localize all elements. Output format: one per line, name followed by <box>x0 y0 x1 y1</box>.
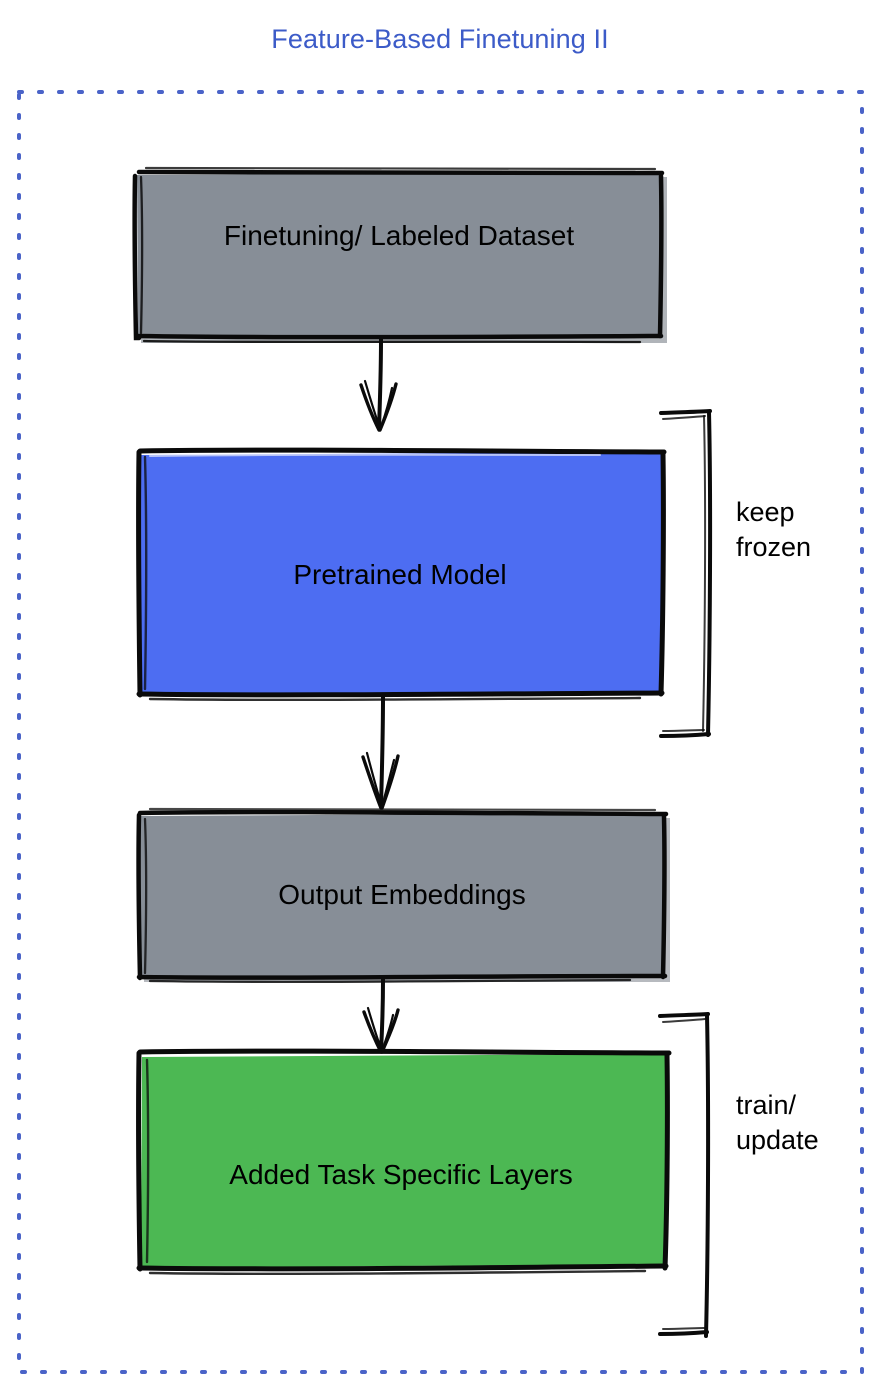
node-pretrained-model-outline-d <box>136 690 665 698</box>
node-pretrained-model-fill <box>141 452 662 694</box>
bracket-train-update <box>658 1012 711 1338</box>
arrow-model-to-embeddings <box>361 695 400 810</box>
node-pretrained-model-outline-c <box>658 451 666 697</box>
bracket-train-update-bottom-arm-ghost <box>662 1327 705 1330</box>
bracket-train-update-top-arm-ghost <box>662 1018 706 1023</box>
node-pretrained-model[interactable] <box>136 447 667 702</box>
node-pretrained-model-outline-a <box>136 449 143 698</box>
arrow-model-to-embeddings-head-left <box>361 755 383 810</box>
annotation-keep-frozen: keep frozen <box>736 497 812 562</box>
arrow-embeddings-to-layers-head-left <box>362 1010 383 1054</box>
node-task-layers-outline-c <box>662 1052 670 1271</box>
arrow-model-to-embeddings-shaft <box>379 695 385 808</box>
node-task-layers-fill <box>141 1054 667 1268</box>
node-dataset[interactable] <box>132 166 667 344</box>
node-output-embeddings-outline-a <box>136 812 143 981</box>
node-task-layers-outline-e <box>145 1058 150 1264</box>
node-dataset-outline-d <box>134 333 664 340</box>
arrow-dataset-to-model-head-left2 <box>363 379 382 431</box>
bracket-keep-frozen-top-arm <box>659 409 712 415</box>
node-task-layers[interactable] <box>136 1048 672 1276</box>
node-dataset-fill <box>137 173 661 337</box>
node-task-layers-outline-a <box>136 1050 143 1272</box>
node-task-layers-outline-b <box>137 1048 672 1056</box>
node-output-embeddings-outline-e <box>143 817 148 975</box>
bracket-train-update-bottom-arm <box>658 1330 709 1336</box>
node-output-embeddings-outline-b <box>137 809 669 817</box>
arrow-model-to-embeddings-head-right2 <box>380 758 396 809</box>
arrow-embeddings-to-layers <box>362 977 400 1054</box>
bracket-train-update-top-arm <box>658 1012 710 1018</box>
bracket-keep-frozen <box>659 409 713 738</box>
arrow-dataset-to-model-head-right2 <box>378 386 394 431</box>
arrow-dataset-to-model-head-left <box>359 383 381 432</box>
node-dataset-outline-c <box>657 173 664 339</box>
node-output-embeddings-outline-g <box>148 807 657 812</box>
node-output-embeddings-outline-c <box>660 813 667 980</box>
node-pretrained-model-outline-e <box>143 455 148 691</box>
arrow-dataset-to-model <box>359 337 398 432</box>
node-output-embeddings-outline-d <box>136 973 668 980</box>
node-output-embeddings-fill <box>140 813 664 977</box>
arrow-embeddings-to-layers-shaft <box>379 977 385 1053</box>
node-dataset-outline-g <box>144 166 657 171</box>
bracket-keep-frozen-bottom-arm-ghost <box>662 729 705 732</box>
node-pretrained-model-outline-f <box>149 453 601 457</box>
annotation-train-update: train/ update <box>736 1090 819 1155</box>
bracket-keep-frozen-stem-ghost <box>702 415 707 732</box>
arrow-embeddings-to-layers-head-right2 <box>380 1013 395 1053</box>
node-dataset-outline-b <box>136 169 665 176</box>
arrow-model-to-embeddings-head-left2 <box>365 751 384 809</box>
node-task-layers-outline-f <box>148 1269 647 1276</box>
arrow-embeddings-to-layers-head-left2 <box>366 1006 384 1053</box>
node-pretrained-model-outline-g <box>148 696 642 702</box>
bracket-keep-frozen-top-arm-ghost <box>662 415 706 420</box>
node-task-layers-outline-d <box>136 1263 669 1272</box>
node-pretrained-model-outline-b <box>137 447 667 455</box>
arrow-dataset-to-model-shaft <box>377 337 383 430</box>
dashed-container-frame <box>17 90 864 1374</box>
node-output-embeddings[interactable] <box>136 807 670 984</box>
bracket-train-update-stem <box>704 1013 711 1338</box>
bracket-keep-frozen-bottom-arm <box>659 732 711 738</box>
node-dataset-outline-f <box>142 339 642 344</box>
page-title: Feature-Based Finetuning II <box>271 24 609 54</box>
node-output-embeddings-outline-f <box>148 978 632 984</box>
bracket-keep-frozen-stem <box>706 410 713 737</box>
node-dataset-outline-e <box>139 175 144 335</box>
